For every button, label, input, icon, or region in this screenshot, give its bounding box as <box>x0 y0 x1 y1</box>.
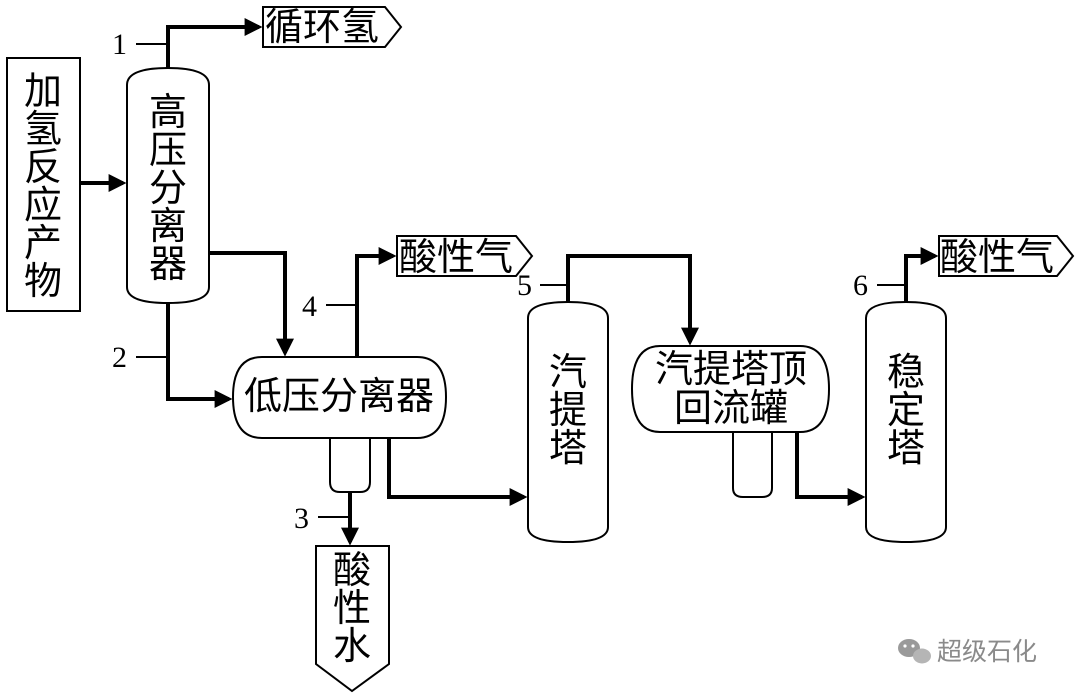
pipe-hp-to-lp-upper <box>209 251 294 357</box>
pipe-lp-to-stripper <box>387 438 528 506</box>
pipe-stripper-overhead <box>566 254 699 346</box>
recycle-hydrogen-tag: 循环氢 <box>262 5 403 49</box>
stripper: 汽 提 塔 <box>527 300 609 544</box>
feed-label-char: 反 <box>24 145 62 189</box>
feed-label-char: 加 <box>24 69 62 113</box>
pipe-hp-to-lp-lower <box>166 303 233 408</box>
reflux-drum-label-line1: 汽提塔顶 <box>655 347 807 391</box>
hp-separator-char: 离 <box>149 204 187 248</box>
stripper-char: 塔 <box>549 426 587 470</box>
acid-gas-label-1: 酸性气 <box>399 235 513 279</box>
reflux-drum-label-line2: 回流罐 <box>674 386 788 430</box>
acid-gas-label-2: 酸性气 <box>940 235 1054 279</box>
pipe-stabilizer-acid-gas <box>904 247 939 302</box>
watermark-text: 超级石化 <box>937 637 1037 666</box>
hp-separator-char: 器 <box>149 242 187 286</box>
watermark: 超级石化 <box>898 637 1037 666</box>
stream-number-2: 2 <box>112 341 127 374</box>
feed-label-char: 氢 <box>24 107 62 151</box>
hp-separator: 高 压 分 离 器 <box>126 66 210 305</box>
recycle-hydrogen-label: 循环氢 <box>265 5 379 49</box>
hp-separator-char: 压 <box>149 128 187 172</box>
wechat-icon <box>898 639 931 664</box>
stream-number-1: 1 <box>112 28 127 61</box>
sour-water-tag: 酸 性 水 <box>315 545 390 693</box>
stabilizer-char: 定 <box>887 388 925 432</box>
feed-label-char: 产 <box>24 221 62 265</box>
stabilizer: 稳 定 塔 <box>865 300 947 544</box>
feed-label-char: 应 <box>24 183 62 227</box>
stripper-char: 汽 <box>549 350 587 394</box>
pipe-lp-acid-gas <box>355 247 397 357</box>
sour-water-char: 性 <box>333 586 371 630</box>
lp-separator: 低压分离器 <box>231 356 448 493</box>
stream-number-5: 5 <box>517 269 532 302</box>
acid-gas-tag-1: 酸性气 <box>396 235 534 279</box>
pipe-recycle-hydrogen <box>166 18 263 68</box>
pipe-drum-to-stabilizer <box>795 432 866 506</box>
stream-number-4: 4 <box>302 290 317 323</box>
sour-water-char: 水 <box>333 624 371 668</box>
feed-label-char: 物 <box>24 259 62 303</box>
lp-separator-label: 低压分离器 <box>244 374 434 418</box>
stream-number-6: 6 <box>853 269 868 302</box>
reflux-drum: 汽提塔顶 回流罐 <box>630 345 831 498</box>
stripper-char: 提 <box>549 388 587 432</box>
feed-box: 加 氢 反 应 产 物 <box>6 57 81 312</box>
acid-gas-tag-2: 酸性气 <box>938 235 1075 279</box>
hp-separator-char: 高 <box>149 90 187 134</box>
stabilizer-char: 塔 <box>887 426 925 470</box>
sour-water-char: 酸 <box>333 548 371 592</box>
stream-number-3: 3 <box>294 502 309 535</box>
hp-separator-char: 分 <box>149 166 187 210</box>
stabilizer-char: 稳 <box>887 350 925 394</box>
